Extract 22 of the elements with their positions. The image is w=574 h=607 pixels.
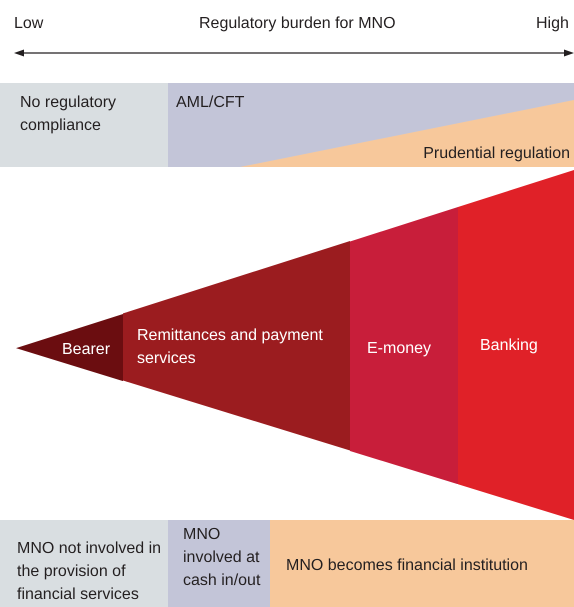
wedge-segment <box>350 207 458 484</box>
axis-label: Regulatory burden for MNO <box>199 14 396 34</box>
band-label: No regulatory compliance <box>20 93 118 136</box>
band-label: Remittances and payment services <box>137 326 324 370</box>
axis-label: High <box>536 14 569 34</box>
category-band <box>270 520 574 607</box>
band-label: Prudential regulation <box>423 144 570 164</box>
wedge-segment <box>16 314 123 381</box>
band-label: AML/CFT <box>176 93 244 113</box>
category-band <box>168 520 270 607</box>
category-band <box>168 83 574 167</box>
wedge-segment <box>123 241 350 451</box>
band-label: Bearer <box>62 340 110 360</box>
category-band <box>0 520 168 607</box>
band-label: E-money <box>367 339 432 359</box>
band-label: MNO not involved in the provision of financial services <box>17 539 162 605</box>
band-label: Banking <box>480 336 538 356</box>
axis-label: Low <box>14 14 44 34</box>
band-label: MNO involved at cash in/out <box>183 525 262 591</box>
band-label: MNO becomes financial institution <box>286 556 528 576</box>
wedge-segment <box>458 170 574 520</box>
category-band <box>0 83 168 167</box>
